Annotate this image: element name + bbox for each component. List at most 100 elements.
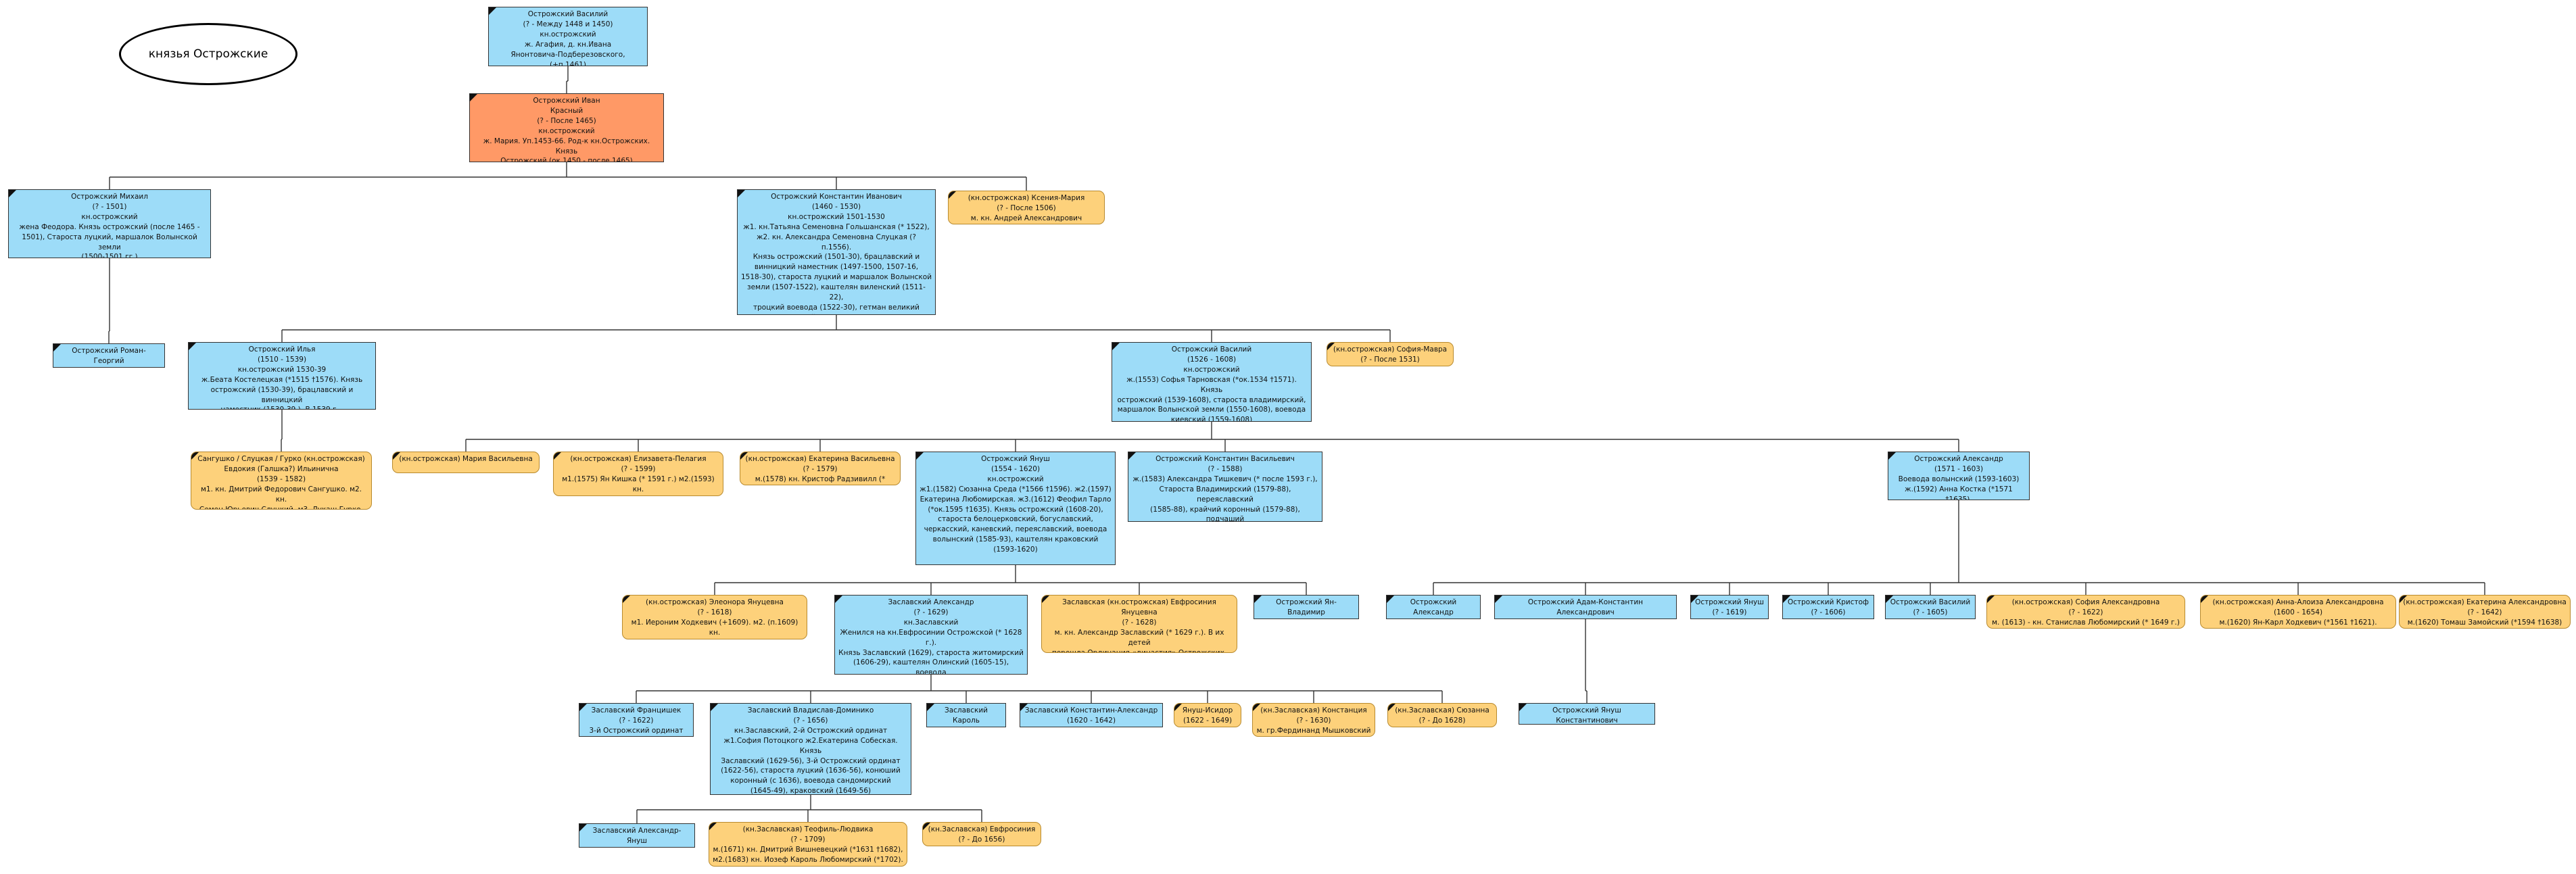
person-card-yan-vlad[interactable]: Острожский Ян-Владимир(1617 - 1618) [1254,595,1359,619]
person-card-z-alex-yan[interactable]: Заславский Александр-Януш(? - 1673) [579,823,695,848]
person-detail: (1460 - 1530) [811,202,861,211]
person-name: Острожский Кристоф [1787,598,1869,606]
person-card-anna-aloiza[interactable]: (кн.острожская) Анна-Алоиза Александровн… [2200,595,2396,629]
person-card-mykhail[interactable]: Острожский Михаил(? - 1501)кн.острожский… [8,189,211,258]
person-card-z-karol[interactable]: Заславский Кароль(? - После 1618) [926,703,1006,727]
person-detail: (? - 1618) [1498,618,1673,619]
person-detail: Янонтовича-Подберезовского, (+п.1461) [510,50,625,66]
person-card-vasyl[interactable]: Острожский Василий(? - Между 1448 и 1450… [488,7,648,66]
person-name: (кн.острожская) София-Мавра [1333,345,1448,354]
person-card-ekaterina-a[interactable]: (кн.острожская) Екатерина Александровна(… [2399,595,2571,629]
person-detail: кн.острожский [1183,365,1240,374]
person-name: Заславская (кн.острожская) Евфросиния [1062,598,1216,606]
person-detail: волынский (1585-93), каштелян краковский [932,535,1099,544]
person-card-z-konst-alex[interactable]: Заславский Константин-Александр(1620 - 1… [1020,703,1163,727]
person-detail: староста белоцерковский, богуславский, [938,515,1093,524]
person-card-zaslavsky-a[interactable]: Заславский Александр(? - 1629)кн.Заславс… [834,595,1028,675]
person-card-o-yanush2[interactable]: Острожский Януш(? - 1619) [1690,595,1769,619]
person-card-eleonora[interactable]: (кн.острожская) Элеонора Януцевна(? - 16… [622,595,807,639]
person-card-sofia-mavra[interactable]: (кн.острожская) София-Мавра(? - После 15… [1327,342,1454,366]
person-name: Острожский Януш [981,455,1050,463]
person-card-z-frantsisk[interactable]: Заславский Францишек(? - 1622)3-й Острож… [579,703,694,737]
person-card-vasyl2[interactable]: Острожский Василий(1526 - 1608)кн.острож… [1112,342,1312,422]
person-name: (кн.острожская) София Александровна [2011,598,2160,606]
person-detail: кн.Заславский, 2-й Острожский ординат [734,726,888,735]
person-detail: (1617 - 1618) [1258,618,1355,619]
person-name: (кн.Заславская) Сюзанна [1395,706,1489,714]
person-detail: 3-й Острожский ординат (1620-22) [589,726,684,735]
person-name: Острожский Василий [1890,598,1971,606]
person-detail: жена Феодора. Князь острожский (после 14… [19,222,200,231]
person-card-elizaveta[interactable]: (кн.острожская) Елизавета-Пелагия(? - 15… [553,452,723,496]
person-detail: м. кн. Андрей Александрович Сангушко [970,214,1082,222]
person-card-z-suzanna[interactable]: (кн.Заславская) Сюзанна (? - До 1628) [1387,703,1497,727]
person-card-o-alexandr[interactable]: Острожский Александр(? - 1607) [1386,595,1481,619]
person-name: Острожский Константин Васильевич [1155,455,1295,463]
person-detail: земли (1507-1522), каштелян виленский (1… [747,283,926,302]
person-card-ekaterina-v[interactable]: (кн.острожская) Екатерина Васильевна(? -… [740,452,901,485]
person-card-o-vasyl3[interactable]: Острожский Василий(? - 1605) [1885,595,1976,619]
person-detail: литовский (1497-1500, 1507-30) [741,313,932,314]
person-detail: м. (1613) - кн. Станислав Любомирский (*… [1992,618,2180,627]
person-detail: Воевода волынский (1593-1603) [1898,475,2020,483]
person-card-yanush[interactable]: Острожский Януш(1554 - 1620)кн.острожски… [915,452,1116,565]
person-detail: (? - 1629) [913,608,949,616]
person-detail: (? - 1622) [2068,608,2103,616]
person-detail: (1526 - 1608) [1187,355,1237,364]
person-card-sangushko[interactable]: Сангушко / Слуцкая / Гурко (кн.острожска… [191,452,372,510]
person-detail: (1539 - 1582) [256,475,306,483]
person-card-maria-v[interactable]: (кн.острожская) Мария Васильевна [392,452,540,473]
person-card-o-kristof[interactable]: Острожский Кристоф(? - 1606) [1782,595,1874,619]
person-detail: Князь Заславский (1629), староста житоми… [838,648,1024,657]
person-name: Острожский Александр [1914,455,2003,463]
person-card-z-konstancia[interactable]: (кн.Заславская) Констанция(? - 1630)м. г… [1252,703,1375,737]
person-name: Заславский Кароль [944,706,988,725]
person-card-konst-v[interactable]: Острожский Константин Васильевич(? - 158… [1128,452,1322,522]
person-detail: (? - 1628) [1122,618,1157,627]
person-name: (кн.Заславская) Евфросиния [928,825,1036,833]
person-detail: (? - После 1465) [537,116,596,125]
person-card-ksenia[interactable]: (кн.острожская) Ксения-Мария(? - После 1… [948,191,1105,224]
person-detail: кн.острожский [540,30,596,39]
person-detail: наместник (1530-39,). В 1539 г. . [192,405,372,409]
person-detail: (? - 1642) [2467,608,2502,616]
person-name: Заславский Константин-Александр [1024,706,1158,714]
person-card-adam-konst[interactable]: Острожский Адам-Константин Александрович… [1494,595,1677,619]
person-name: Сангушко / Слуцкая / Гурко (кн.острожска… [197,455,365,463]
person-card-oleksandr[interactable]: Острожский Александр(1571 - 1603)Воевода… [1888,452,2030,500]
person-name: Заславский Александр-Януш [592,827,682,845]
person-detail: кн.острожский [538,126,595,135]
person-detail: м2.(1683) кн. Иозеф Кароль Любомирский (… [713,855,903,864]
person-detail: (? - После 1531) [1360,355,1420,364]
person-name: Острожский Василий [1171,345,1252,354]
person-card-o-yanush-konst[interactable]: Острожский Януш Константинович [1519,703,1655,725]
person-detail: (1622-56), староста луцкий (1636-56), ко… [721,767,901,775]
person-card-roman[interactable]: Острожский Роман-Георгий(? - 1516) [53,343,165,368]
person-name: Острожский Иван [533,97,600,105]
person-detail: ж1.София Потоцкого ж2.Екатерина Собеская… [723,736,898,755]
person-card-teofilia[interactable]: (кн.Заславская) Теофиль-Людвика(? - 1709… [709,822,907,867]
person-detail: Януш Радзивилл (* 1625). [626,638,803,639]
person-card-z-vladislav[interactable]: Заславский Владислав-Доминико(? - 1656)к… [710,703,911,795]
person-card-yanush-izidor[interactable]: Януш-Исидор(1622 - 1649) [1174,703,1241,727]
person-detail: (1510 - 1539) [257,355,307,364]
person-name: Острожский Роман-Георгий [72,347,146,365]
person-detail: (*ок.1595 †1635). Князь острожский (1608… [928,505,1103,514]
person-card-illia[interactable]: Острожский Илья(1510 - 1539)кн.острожски… [188,342,376,410]
person-detail: ж2. кн. Александра Семеновна Слуцкая (? … [757,233,916,251]
person-detail: (? - До 1628) [1418,716,1466,725]
person-detail: (? - 1656) [793,716,828,725]
person-card-z-evfrosinia[interactable]: (кн.Заславская) Евфросиния(? - До 1656) [922,822,1041,846]
person-detail: киевский (1559-1608) [1170,416,1253,422]
person-detail: Заславский (1629-56), 3-й Острожский орд… [721,756,901,765]
person-name: (кн.острожская) Екатерина Васильевна [745,455,895,463]
person-card-konstantin[interactable]: Острожский Константин Иванович(1460 - 15… [737,189,936,315]
person-name: Заславский Францишек [591,706,682,714]
person-detail: м.(1671) кн. Дмитрий Вишневецкий (*1631 … [713,845,903,854]
person-detail: (1585-88), крайчий коронный (1579-88), п… [1150,505,1300,522]
person-detail: 1518-30), староста луцкий и маршалок Вол… [741,273,932,282]
person-detail: ж.(1553) Софья Тарновская (*ок.1534 †157… [1126,375,1297,394]
person-card-sofia-a[interactable]: (кн.острожская) София Александровна (? - … [1986,595,2185,629]
